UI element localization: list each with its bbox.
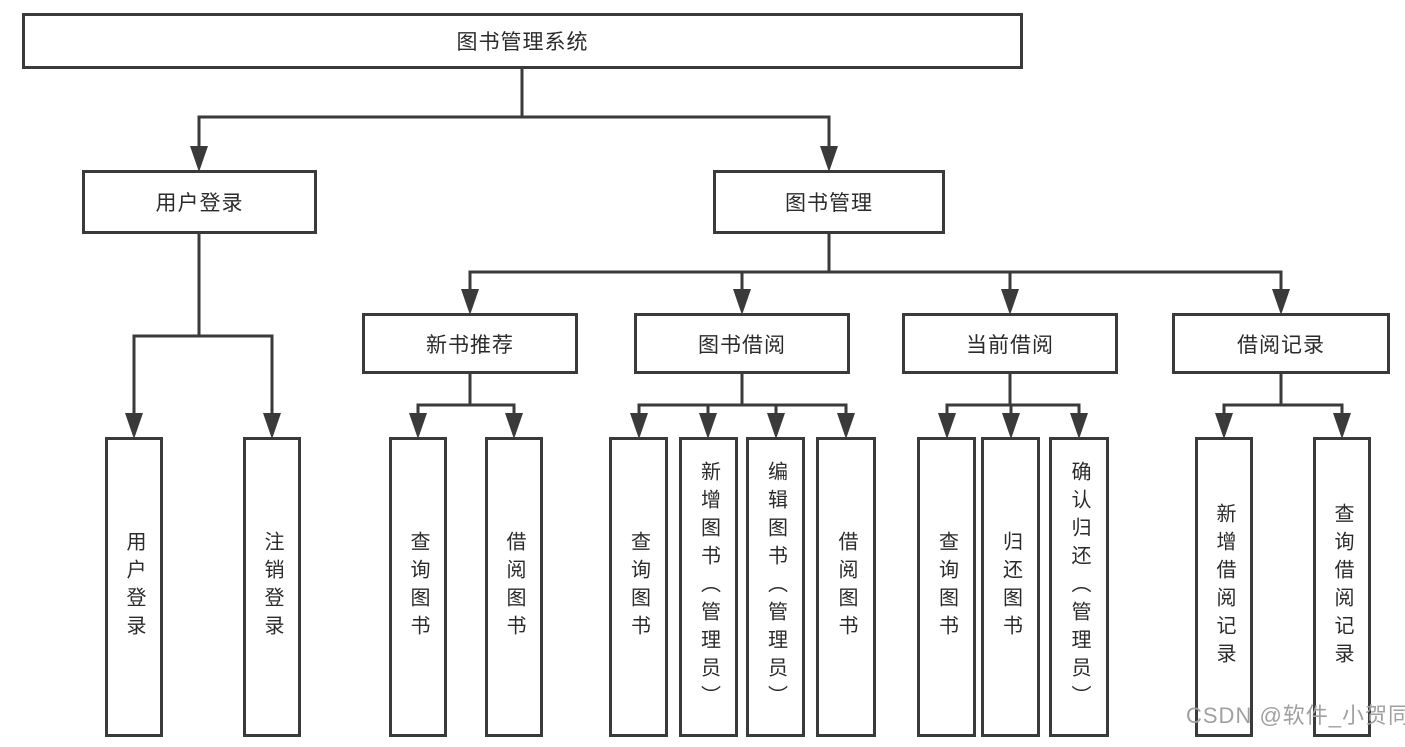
node-root-label: 图书管理系统	[456, 31, 589, 54]
leaf-record-add-record-label: 新增借阅记录	[1213, 503, 1235, 671]
leaf-current-confirm-return: 确认归还（管理员）	[1049, 437, 1109, 737]
leaf-record-query-record-label: 查询借阅记录	[1331, 503, 1353, 671]
node-borrow-record: 借阅记录	[1172, 313, 1390, 374]
leaf-user-login: 用户登录	[105, 437, 163, 737]
leaf-borrow-edit-book-label: 编辑图书（管理员）	[764, 461, 787, 713]
leaf-current-query-book-label: 查询图书	[935, 531, 958, 643]
leaf-record-add-record: 新增借阅记录	[1195, 437, 1253, 737]
leaf-borrow-borrow-book: 借阅图书	[816, 437, 876, 737]
node-user-login-label: 用户登录	[155, 192, 244, 215]
leaf-borrow-borrow-book-label: 借阅图书	[835, 531, 857, 643]
leaf-user-login-label: 用户登录	[123, 531, 145, 643]
leaf-current-query-book: 查询图书	[917, 437, 976, 737]
node-new-book-rec: 新书推荐	[362, 313, 578, 374]
node-book-mgmt: 图书管理	[713, 170, 945, 234]
node-book-mgmt-label: 图书管理	[785, 192, 873, 215]
node-borrow-record-label: 借阅记录	[1237, 333, 1325, 357]
csdn-watermark: CSDN @软件_小贺同学	[1186, 703, 1405, 728]
leaf-rec-query-book: 查询图书	[389, 437, 447, 737]
leaf-borrow-edit-book: 编辑图书（管理员）	[746, 437, 805, 737]
node-book-borrow-label: 图书借阅	[698, 333, 786, 357]
leaf-current-return-book: 归还图书	[981, 437, 1040, 737]
node-current-borrow-label: 当前借阅	[966, 333, 1054, 357]
leaf-current-confirm-return-label: 确认归还（管理员）	[1068, 461, 1090, 713]
node-user-login: 用户登录	[82, 170, 317, 234]
leaf-borrow-query-book-label: 查询图书	[627, 531, 650, 643]
leaf-logout-label: 注销登录	[261, 531, 283, 643]
leaf-borrow-add-book: 新增图书（管理员）	[679, 437, 738, 737]
node-book-borrow: 图书借阅	[634, 313, 850, 374]
node-root: 图书管理系统	[22, 13, 1023, 69]
leaf-record-query-record: 查询借阅记录	[1313, 437, 1371, 737]
leaf-rec-query-book-label: 查询图书	[407, 531, 429, 643]
node-current-borrow: 当前借阅	[902, 313, 1118, 374]
leaf-current-return-book-label: 归还图书	[999, 531, 1022, 643]
leaf-rec-borrow-book-label: 借阅图书	[503, 531, 525, 643]
node-new-book-rec-label: 新书推荐	[426, 333, 514, 357]
leaf-rec-borrow-book: 借阅图书	[485, 437, 543, 737]
leaf-borrow-add-book-label: 新增图书（管理员）	[697, 461, 720, 713]
leaf-logout: 注销登录	[243, 437, 301, 737]
leaf-borrow-query-book: 查询图书	[609, 437, 668, 737]
